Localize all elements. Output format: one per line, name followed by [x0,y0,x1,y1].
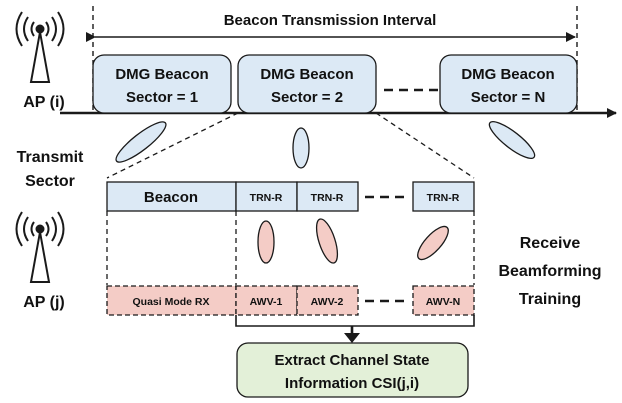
rx-quasi-field [106,285,237,316]
tx-beacon-field [106,181,237,212]
rx-beam-n [417,225,449,261]
rx-awv-field-n [412,285,475,316]
expand-right-dash [375,112,475,179]
receive-bf-line1: Receive [520,235,581,252]
ap-j-label: AP (j) [23,294,64,311]
csi-box [236,342,469,398]
ap-i-label: AP (i) [23,94,64,111]
receive-bf-line2: Beamforming [498,263,601,280]
ap-i-antenna-icon [15,11,65,83]
beacon-n-line1: DMG Beacon [461,66,554,83]
expand-left-dash [106,112,239,179]
rx-quasi-label: Quasi Mode RX [132,296,209,308]
rx-awv-1-label: AWV-1 [250,296,283,308]
tx-beam-sector-n [488,120,536,160]
beacon-box-n [439,54,578,114]
rx-beam-2 [315,218,339,264]
rx-awv-field-2 [296,285,359,316]
beacon-1-line2: Sector = 1 [126,89,198,106]
tx-trn-field-2 [296,181,359,212]
rx-awv-2-label: AWV-2 [311,296,344,308]
tx-trn-n-label: TRN-R [427,192,460,204]
beacon-1-line1: DMG Beacon [115,66,208,83]
csi-line1: Extract Channel State [274,352,429,369]
tx-beacon-label: Beacon [144,189,198,206]
ap-j-antenna-icon [15,211,65,283]
beacon-box-2 [237,54,377,114]
transmit-sector-line2: Sector [25,173,75,190]
tx-beam-sector-1 [115,121,167,163]
tx-trn-1-label: TRN-R [250,192,283,204]
beacon-n-line2: Sector = N [471,89,546,106]
beacon-box-1 [92,54,232,114]
rx-awv-n-label: AWV-N [426,296,460,308]
rx-beam-1 [257,220,275,264]
awv-bracket [235,315,475,327]
interval-label: Beacon Transmission Interval [224,12,437,29]
csi-line2: Information CSI(j,i) [285,375,419,392]
beacon-2-line2: Sector = 2 [271,89,343,106]
receive-bf-line3: Training [519,291,581,308]
tx-beam-sector-2 [292,127,310,169]
tx-trn-field-n [412,181,475,212]
beacon-2-line1: DMG Beacon [260,66,353,83]
transmit-sector-line1: Transmit [17,149,84,166]
tx-trn-2-label: TRN-R [311,192,344,204]
csi-arrow-head [344,333,360,343]
